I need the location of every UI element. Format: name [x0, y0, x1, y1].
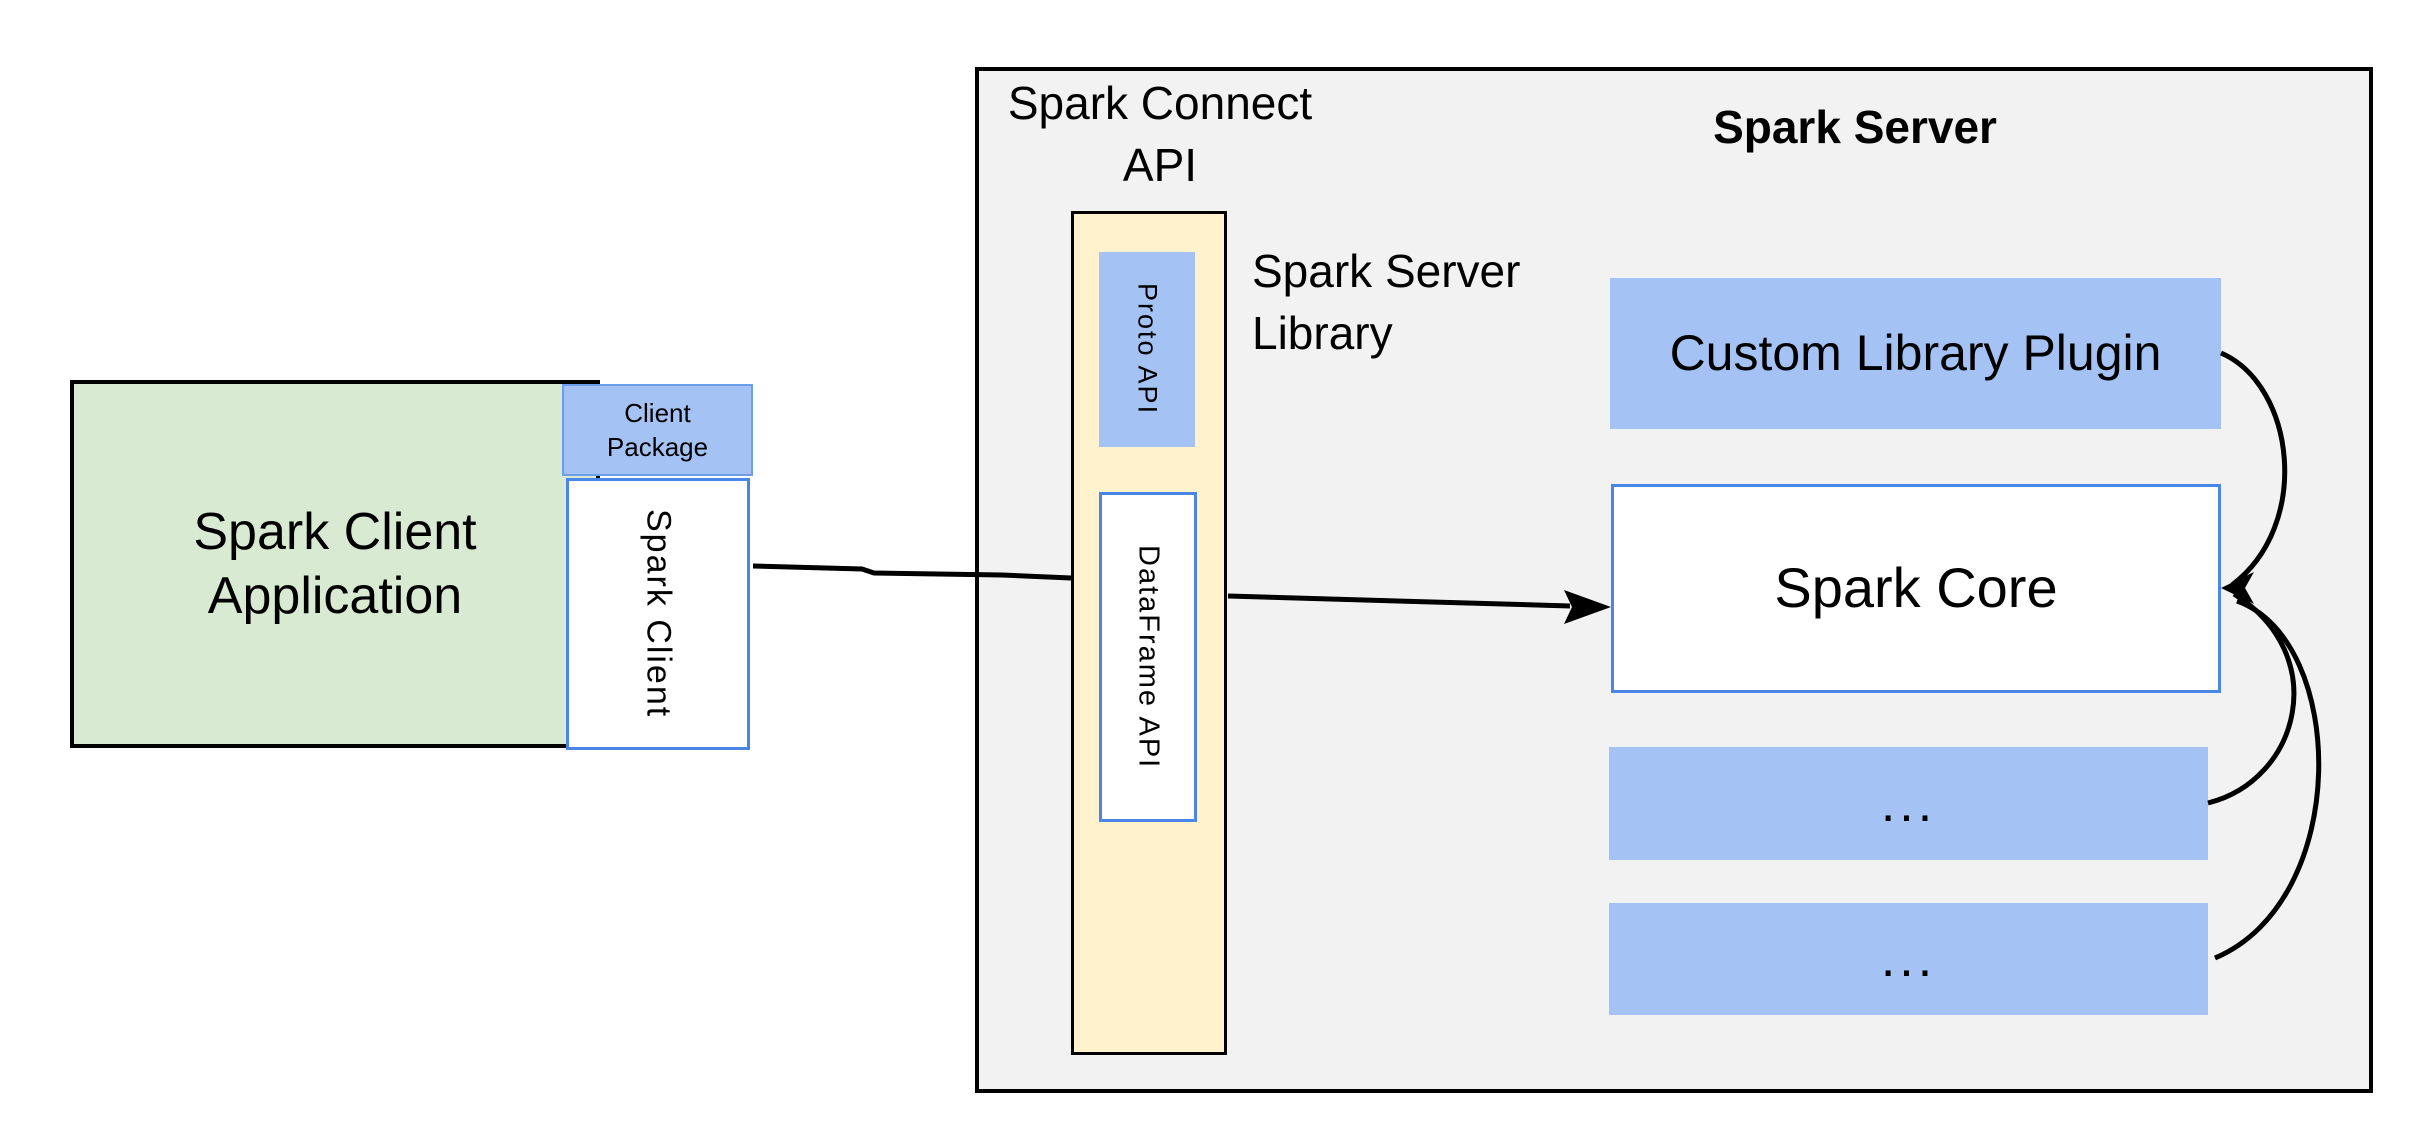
- client-package-box: Client Package: [562, 384, 753, 476]
- proto-api-label: Proto API: [1132, 283, 1163, 416]
- spark-core-box: Spark Core: [1611, 484, 2221, 693]
- spark-client-box: Spark Client: [566, 478, 750, 750]
- dataframe-api-box: DataFrame API: [1099, 492, 1197, 822]
- extra-plugin-1-label: ...: [1880, 774, 1937, 833]
- extra-plugin-box-1: ...: [1609, 747, 2208, 860]
- spark-client-label: Spark Client: [639, 509, 678, 719]
- spark-core-label: Spark Core: [1774, 556, 2058, 620]
- custom-library-plugin-label: Custom Library Plugin: [1669, 325, 2162, 381]
- spark-connect-api-label: Spark Connect API: [1007, 77, 1313, 191]
- spark-client-application-label: Spark Client Application: [193, 503, 477, 625]
- proto-api-box: Proto API: [1099, 252, 1195, 447]
- client-package-label: Client Package: [606, 398, 709, 462]
- extra-plugin-box-2: ...: [1609, 903, 2208, 1015]
- spark-server-library-label: Spark Server Library: [1252, 245, 1521, 359]
- spark-server-title: Spark Server: [1713, 101, 1997, 153]
- extra-plugin-2-label: ...: [1880, 930, 1937, 988]
- spark-client-application-box: Spark Client Application: [70, 380, 600, 748]
- dataframe-api-label: DataFrame API: [1132, 544, 1165, 770]
- custom-library-plugin-box: Custom Library Plugin: [1610, 278, 2221, 429]
